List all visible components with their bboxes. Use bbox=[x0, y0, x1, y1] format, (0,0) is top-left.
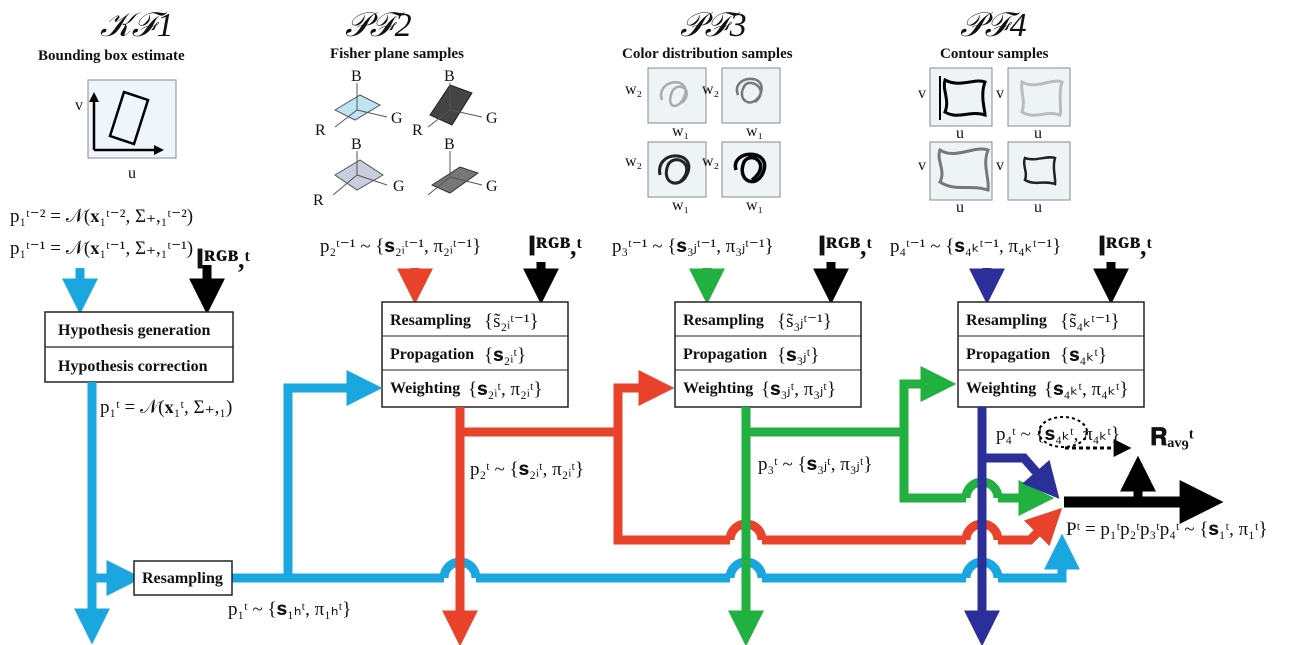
pf3-resampling-set: {s̃₃ⱼᵗ⁻¹} bbox=[777, 311, 832, 332]
svg-text:w₁: w₁ bbox=[746, 123, 763, 140]
svg-text:v: v bbox=[996, 157, 1004, 174]
contour-axis-u: u bbox=[956, 125, 964, 142]
pf4-output: p₄ᵗ ~ {𝐬₄ₖᵗ, π₄ₖᵗ} bbox=[996, 424, 1120, 445]
svg-text:w₂: w₂ bbox=[702, 153, 719, 170]
pf3-input: p₃ᵗ⁻¹ ~ {𝐬₃ⱼᵗ⁻¹, π₃ⱼᵗ⁻¹} bbox=[612, 236, 774, 257]
pf2-image-input: 𝐈ᴿᴳᴮ,ᵗ bbox=[528, 232, 583, 261]
kf1-resampled-output: p₁ᵗ ~ {𝐬₁ₕᵗ, π₁ₕᵗ} bbox=[228, 599, 351, 620]
contour-axis-v: v bbox=[918, 85, 926, 102]
kf1-resampling-label: Resampling bbox=[142, 570, 223, 587]
fisher-axis-b: B bbox=[351, 68, 362, 85]
svg-text:B: B bbox=[444, 68, 455, 85]
pf4-propagation-label: Propagation bbox=[966, 346, 1050, 363]
pf2-box: Resampling {s̃₂ᵢᵗ⁻¹} Propagation {𝐬₂ᵢᵗ} … bbox=[381, 301, 569, 408]
svg-text:u: u bbox=[956, 199, 964, 216]
pf4-weighting-label: Weighting bbox=[966, 380, 1036, 397]
svg-text:u: u bbox=[1034, 125, 1042, 142]
fisher-axis-g: G bbox=[391, 110, 403, 127]
pf3-propagation-label: Propagation bbox=[683, 346, 767, 363]
svg-text:w₁: w₁ bbox=[672, 197, 689, 214]
kf1-resampling-box: Resampling bbox=[133, 560, 233, 596]
pf4-resampling-label: Resampling bbox=[966, 312, 1047, 329]
r-avg: 𝐑ₐᵥ₉ᵗ bbox=[1150, 425, 1194, 451]
svg-text:B: B bbox=[444, 136, 455, 153]
pf2-resampling-label: Resampling bbox=[390, 312, 471, 329]
pf2-weighting-set: {𝐬₂ᵢᵗ, π₂ᵢᵗ} bbox=[468, 379, 543, 400]
pf4-resampling-set: {s̃₄ₖᵗ⁻¹} bbox=[1060, 311, 1120, 332]
svg-text:w₁: w₁ bbox=[746, 197, 763, 214]
hypothesis-correction: Hypothesis correction bbox=[58, 358, 208, 375]
pf2-flow bbox=[442, 370, 1063, 645]
pf4-flow bbox=[964, 407, 1060, 645]
pf4-input: p₄ᵗ⁻¹ ~ {𝐬₄ₖᵗ⁻¹, π₄ₖᵗ⁻¹} bbox=[890, 236, 1061, 257]
pf4-title: 𝒫ℱ4 bbox=[960, 7, 1027, 44]
kf1-box: Hypothesis generation Hypothesis correct… bbox=[44, 311, 234, 383]
pf2-propagation-label: Propagation bbox=[390, 346, 474, 363]
bbox-axis-v: v bbox=[75, 97, 83, 114]
svg-text:v: v bbox=[996, 85, 1004, 102]
svg-text:G: G bbox=[486, 110, 498, 127]
color-axis-w2: w₂ bbox=[625, 81, 642, 98]
svg-text:G: G bbox=[393, 178, 405, 195]
svg-text:G: G bbox=[486, 178, 498, 195]
pf3-weighting-set: {𝐬₃ⱼᵗ, π₃ⱼᵗ} bbox=[761, 379, 836, 400]
pf3-propagation-set: {𝐬₃ⱼᵗ} bbox=[777, 345, 819, 366]
kf1-prior-t2: p₁ᵗ⁻² = 𝒩(𝐱₁ᵗ⁻², Σ₊,₁ᵗ⁻²) bbox=[10, 206, 193, 227]
svg-text:R: R bbox=[313, 192, 324, 209]
pf4-propagation-set: {𝐬₄ₖᵗ} bbox=[1060, 345, 1107, 366]
pf3-weighting-label: Weighting bbox=[683, 380, 753, 397]
pf2-weighting-label: Weighting bbox=[390, 380, 460, 397]
kf1-prior-t1: p₁ᵗ⁻¹ = 𝒩(𝐱₁ᵗ⁻¹, Σ₊,₁ᵗ⁻¹) bbox=[10, 238, 193, 259]
bbox-thumbnail: v u bbox=[75, 79, 177, 182]
kf1-image-input: 𝐈ᴿᴳᴮ,ᵗ bbox=[196, 245, 251, 274]
pf4-weighting-set: {𝐬₄ₖᵗ, π₄ₖᵗ} bbox=[1044, 379, 1129, 400]
svg-text:R: R bbox=[412, 122, 423, 139]
bbox-axis-u: u bbox=[128, 165, 136, 182]
kf1-flow bbox=[74, 370, 1080, 645]
kf1-posterior: p₁ᵗ = 𝒩(𝐱₁ᵗ, Σ₊,₁) bbox=[100, 397, 232, 418]
fusion-flow bbox=[1064, 455, 1224, 524]
dotted-highlight bbox=[1038, 416, 1088, 448]
pf3-output: p₃ᵗ ~ {𝐬₃ⱼᵗ, π₃ⱼᵗ} bbox=[758, 454, 873, 475]
pf3-resampling-label: Resampling bbox=[683, 312, 764, 329]
pf3-box: Resampling {s̃₃ⱼᵗ⁻¹} Propagation {𝐬₃ⱼᵗ} … bbox=[674, 301, 862, 408]
contour-samples: v u v u v u v u bbox=[918, 67, 1071, 216]
pf2-input: p₂ᵗ⁻¹ ~ {𝐬₂ᵢᵗ⁻¹, π₂ᵢᵗ⁻¹} bbox=[320, 236, 481, 257]
pf4-image-input: 𝐈ᴿᴳᴮ,ᵗ bbox=[1098, 232, 1153, 261]
pf3-image-input: 𝐈ᴿᴳᴮ,ᵗ bbox=[818, 232, 873, 261]
fused-result: Pᵗ = p₁ᵗp₂ᵗp₃ᵗp₄ᵗ ~ {𝐬₁ᵗ, π₁ᵗ} bbox=[1066, 519, 1268, 540]
svg-text:u: u bbox=[1034, 199, 1042, 216]
pf3-title: 𝒫ℱ3 bbox=[680, 7, 747, 44]
pf4-box: Resampling {s̃₄ₖᵗ⁻¹} Propagation {𝐬₄ₖᵗ} … bbox=[957, 301, 1145, 408]
svg-text:v: v bbox=[918, 157, 926, 174]
pf2-resampling-set: {s̃₂ᵢᵗ⁻¹} bbox=[484, 311, 539, 332]
pf3-flow bbox=[728, 366, 1055, 645]
svg-text:B: B bbox=[351, 136, 362, 153]
svg-text:w₂: w₂ bbox=[625, 153, 642, 170]
pf3-subtitle: Color distribution samples bbox=[622, 46, 793, 62]
fisher-axis-r: R bbox=[315, 122, 326, 139]
svg-text:w₂: w₂ bbox=[702, 81, 719, 98]
kf1-title: 𝒦ℱ1 bbox=[100, 7, 174, 44]
hypothesis-generation: Hypothesis generation bbox=[58, 322, 211, 339]
pf2-subtitle: Fisher plane samples bbox=[330, 46, 464, 62]
pf4-subtitle: Contour samples bbox=[940, 46, 1049, 62]
pf2-propagation-set: {𝐬₂ᵢᵗ} bbox=[484, 345, 526, 366]
fisher-plane-samples: B R G B R G B R G B G bbox=[313, 68, 498, 209]
pf2-output: p₂ᵗ ~ {𝐬₂ᵢᵗ, π₂ᵢᵗ} bbox=[470, 459, 584, 480]
color-axis-w1: w₁ bbox=[672, 123, 689, 140]
kf1-subtitle: Bounding box estimate bbox=[38, 48, 185, 64]
pf2-title: 𝒫ℱ2 bbox=[345, 7, 412, 44]
color-distribution-samples: w₂ w₁ w₂ w₁ w₂ w₁ w₂ w₁ bbox=[625, 67, 781, 214]
